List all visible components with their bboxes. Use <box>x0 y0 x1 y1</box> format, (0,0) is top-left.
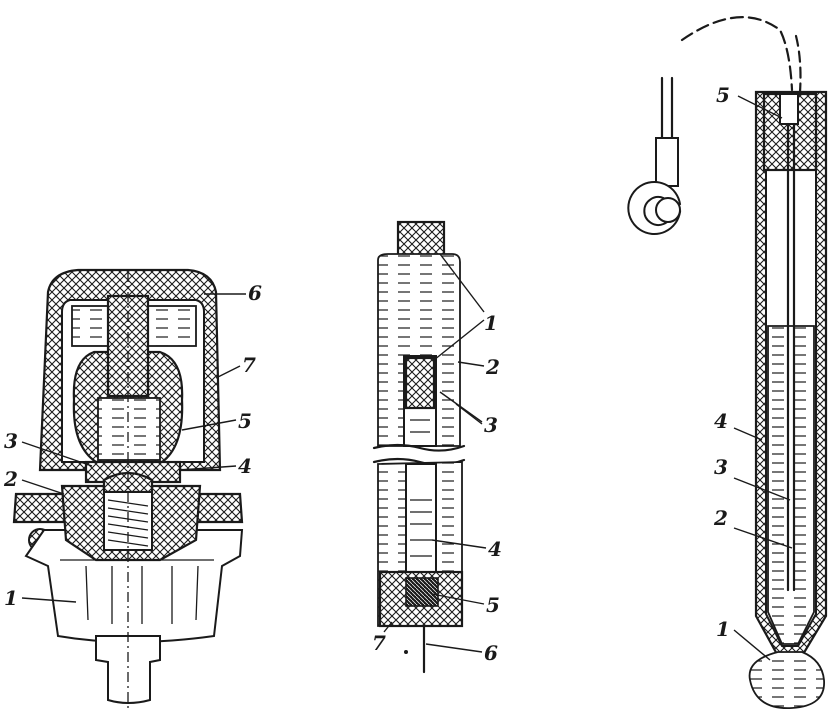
middle-label-3: 3 <box>484 413 498 437</box>
right-label-2: 2 <box>713 506 728 530</box>
left-label-4: 4 <box>238 454 252 478</box>
middle-labels: 1 2 3 4 5 6 7 <box>372 253 502 665</box>
left-label-2: 2 <box>3 467 18 491</box>
left-label-5: 5 <box>238 409 252 433</box>
right-electrode <box>786 122 796 592</box>
right-lug-detail <box>627 76 682 235</box>
right-labels: 5 4 3 2 1 <box>713 83 793 661</box>
left-label-1: 1 <box>4 586 18 610</box>
left-device <box>12 268 244 708</box>
right-label-3: 3 <box>714 455 728 479</box>
right-label-1: 1 <box>716 617 730 641</box>
right-bulb <box>748 651 825 709</box>
lug-sleeve <box>655 137 679 187</box>
middle-top-plug <box>396 220 446 258</box>
middle-upper-tube <box>377 253 461 447</box>
left-label-7: 7 <box>242 353 256 377</box>
left-label-3: 3 <box>4 429 18 453</box>
right-plug-socket <box>779 93 799 125</box>
right-device <box>680 16 828 709</box>
middle-lower-bore <box>405 463 437 573</box>
middle-label-5: 5 <box>486 593 500 617</box>
right-label-5: 5 <box>716 83 730 107</box>
middle-label-1: 1 <box>484 311 498 335</box>
middle-label-7: 7 <box>372 631 386 655</box>
left-stem <box>95 635 161 704</box>
right-label-4: 4 <box>714 409 728 433</box>
right-liquid-column <box>767 325 815 645</box>
lug-wire <box>660 76 674 140</box>
middle-upper-insert <box>404 356 436 410</box>
left-bellows-liquid <box>97 397 161 461</box>
middle-label-6: 6 <box>484 641 498 665</box>
middle-device <box>372 220 466 674</box>
lug-ring <box>627 181 682 235</box>
left-label-6: 6 <box>248 281 262 305</box>
right-wire-arc <box>680 16 794 92</box>
middle-bottom-core <box>405 577 439 607</box>
middle-label-4: 4 <box>488 537 502 561</box>
left-contact-cap <box>102 471 154 494</box>
left-labels: 6 7 5 4 3 2 1 <box>3 281 262 610</box>
middle-label-2: 2 <box>485 355 500 379</box>
